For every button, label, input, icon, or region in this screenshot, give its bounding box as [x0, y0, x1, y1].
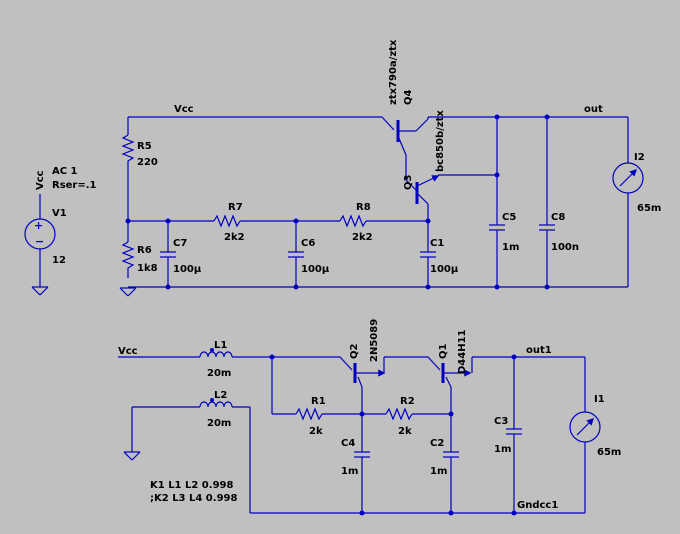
c2-name: C2	[430, 438, 444, 449]
l2-name: L2	[214, 390, 227, 401]
q2-model: 2N5089	[369, 319, 380, 362]
r8-resistor[interactable]	[339, 214, 367, 228]
ground-icon	[123, 451, 141, 461]
r5-value: 220	[137, 157, 158, 168]
q3-model: bc850b/ztx	[435, 110, 446, 172]
l1-name: L1	[214, 340, 227, 351]
c7-value: 100µ	[173, 264, 202, 275]
c1-value: 100µ	[430, 264, 459, 275]
l2-inductor[interactable]	[199, 401, 233, 408]
q3-name: Q3	[403, 174, 414, 190]
vcc-net-label: Vcc	[174, 104, 194, 115]
r2-value: 2k	[398, 426, 412, 437]
q1-name: Q1	[438, 343, 449, 359]
c5-name: C5	[502, 212, 516, 223]
c5-capacitor[interactable]	[489, 117, 505, 287]
i2-value: 65m	[637, 203, 661, 214]
c2-capacitor[interactable]	[443, 414, 459, 513]
c7-capacitor[interactable]	[160, 221, 176, 287]
r1-name: R1	[311, 396, 326, 407]
q4-transistor[interactable]	[381, 116, 429, 160]
vcc-rail-wire	[127, 116, 382, 135]
c7-name: C7	[173, 238, 187, 249]
c8-value: 100n	[551, 242, 579, 253]
v1-rser-label: Rser=.1	[52, 180, 97, 191]
c4-value: 1m	[341, 466, 358, 477]
c6-capacitor[interactable]	[288, 221, 304, 287]
c3-capacitor[interactable]	[506, 357, 522, 513]
c1-capacitor[interactable]	[420, 221, 436, 287]
l2-value: 20m	[207, 418, 231, 429]
out1-net-label: out1	[526, 345, 552, 356]
r6-resistor[interactable]	[121, 241, 135, 278]
r8-name: R8	[356, 202, 371, 213]
ground-icon	[119, 287, 137, 297]
v1-value: 12	[52, 255, 66, 266]
out-net-label: out	[584, 104, 603, 115]
v1-name: V1	[52, 208, 67, 219]
r6-name: R6	[137, 245, 152, 256]
r7-name: R7	[228, 202, 243, 213]
c1-name: C1	[430, 238, 444, 249]
q1-transistor[interactable]	[427, 356, 472, 414]
r5-name: R5	[137, 141, 152, 152]
q1-model: D44H11	[457, 329, 468, 374]
q4-model: ztx790a/ztx	[388, 39, 399, 105]
i2-name: I2	[634, 152, 645, 163]
c6-name: C6	[301, 238, 315, 249]
c5-value: 1m	[502, 242, 519, 253]
c8-capacitor[interactable]	[539, 117, 555, 287]
c4-capacitor[interactable]	[354, 414, 370, 513]
l1-inductor[interactable]	[199, 351, 233, 358]
i2-current-source[interactable]	[612, 117, 644, 287]
r2-name: R2	[400, 396, 415, 407]
r5-resistor[interactable]	[121, 134, 135, 165]
v1-node-label: Vcc	[35, 170, 46, 190]
r1-value: 2k	[309, 426, 323, 437]
q3-transistor[interactable]	[405, 160, 440, 221]
c3-value: 1m	[494, 444, 511, 455]
v1-ac-label: AC 1	[52, 166, 78, 177]
c8-name: C8	[551, 212, 565, 223]
gndcc1-net-label: Gndcc1	[517, 500, 558, 511]
c2-value: 1m	[430, 466, 447, 477]
svg-text:+: +	[34, 219, 43, 232]
c4-name: C4	[341, 438, 355, 449]
q2-name: Q2	[349, 343, 360, 359]
r8-value: 2k2	[352, 232, 373, 243]
i1-value: 65m	[597, 447, 621, 458]
vcc-lower-label: Vcc	[118, 346, 138, 357]
i1-name: I1	[594, 394, 605, 405]
l1-value: 20m	[207, 368, 231, 379]
r2-resistor[interactable]	[385, 407, 413, 421]
c6-value: 100µ	[301, 264, 330, 275]
c3-name: C3	[494, 416, 508, 427]
k2-directive[interactable]: ;K2 L3 L4 0.998	[150, 493, 237, 504]
q2-transistor[interactable]	[339, 356, 386, 414]
i1-current-source[interactable]	[569, 357, 601, 513]
v1-voltage-source[interactable]: + −	[24, 194, 56, 296]
r7-resistor[interactable]	[213, 214, 241, 228]
q4-name: Q4	[403, 89, 414, 105]
r6-value: 1k8	[137, 263, 158, 274]
r1-resistor[interactable]	[295, 407, 323, 421]
k1-directive[interactable]: K1 L1 L2 0.998	[150, 480, 233, 491]
svg-text:−: −	[35, 235, 44, 248]
r7-value: 2k2	[224, 232, 245, 243]
